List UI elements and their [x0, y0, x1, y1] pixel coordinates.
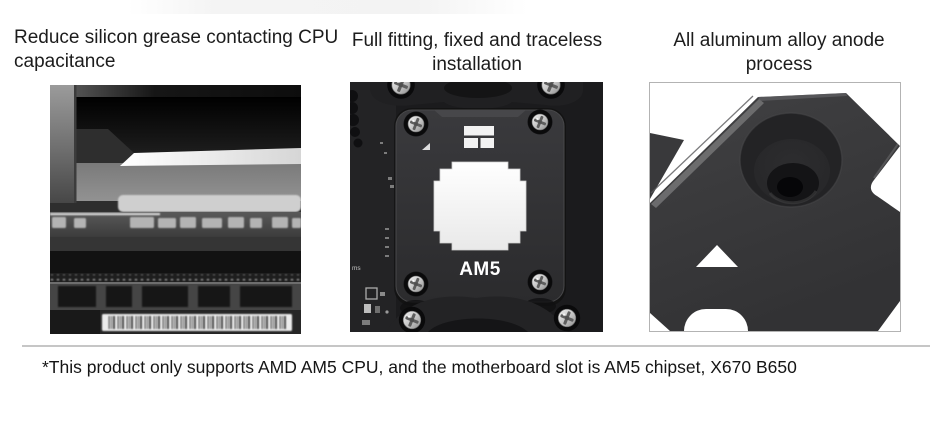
- feature-photo-cpu-socket: [50, 85, 301, 334]
- capacitor-row: [50, 213, 301, 228]
- cpu-socket-photo-art: [50, 85, 301, 334]
- slot-cutout: [684, 309, 748, 331]
- pin-header-dots: [50, 274, 301, 281]
- board-silkscreen-specks: [380, 142, 394, 257]
- phillips-screw: [527, 269, 553, 295]
- phillips-screw: [398, 306, 426, 332]
- feature-title-1: Reduce silicon grease contacting CPU cap…: [14, 27, 339, 72]
- triangle-cutout: [696, 245, 738, 267]
- bottom-cooler-mount: [386, 296, 568, 332]
- cpu-ihs-cutout: [433, 161, 527, 251]
- am5-mounting-frame: AM5: [394, 108, 566, 306]
- counterbore-screw-hole: [739, 112, 843, 208]
- barcode-label: [102, 314, 292, 331]
- feature-title-3: All aluminum alloy anode process: [673, 30, 885, 75]
- board-silkscreen-text: ms: [352, 265, 361, 272]
- slot-row: [58, 286, 292, 307]
- frame-label: AM5: [459, 259, 501, 280]
- feature-photo-am5-frame: ms: [350, 82, 603, 332]
- footnote-divider: [22, 345, 930, 347]
- phillips-screw: [403, 111, 429, 137]
- board-components: [362, 287, 389, 325]
- socket-lever-scallops: [350, 90, 363, 148]
- phillips-screw: [527, 109, 553, 135]
- thermalright-logo-icon: [464, 126, 494, 148]
- alignment-arrow-marker: [422, 143, 430, 150]
- feature-photo-aluminum-corner: [649, 82, 901, 332]
- aluminum-corner-photo-art: [650, 83, 900, 331]
- adjacent-bracket-edge: [650, 133, 684, 199]
- phillips-screw: [403, 271, 429, 297]
- footnote-text: *This product only supports AMD AM5 CPU,…: [42, 357, 797, 377]
- top-fade-band: [128, 0, 528, 14]
- feature-title-2: Full fitting, fixed and traceless instal…: [351, 30, 603, 75]
- am5-frame-photo-art: ms: [350, 82, 603, 332]
- phillips-screw: [553, 304, 581, 332]
